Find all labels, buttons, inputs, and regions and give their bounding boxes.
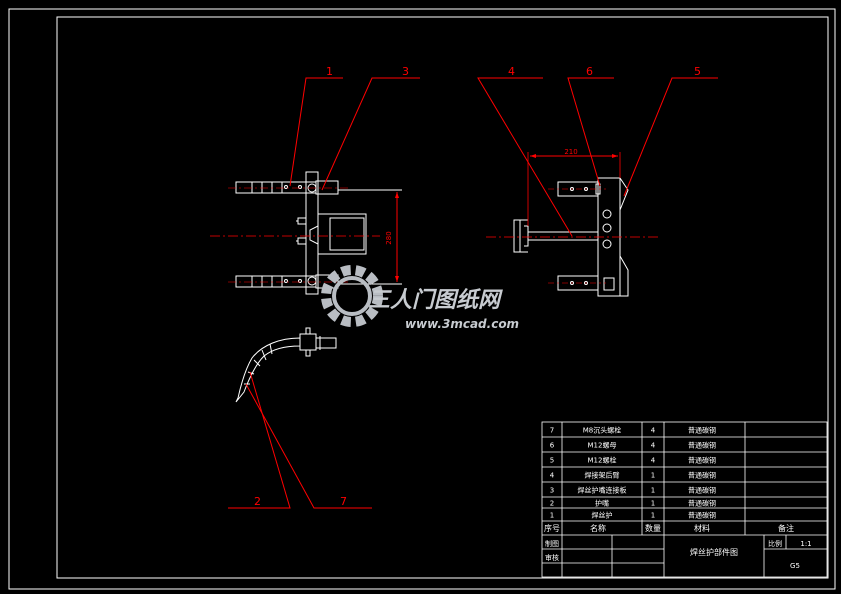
front-view xyxy=(235,171,402,295)
drawing-title: 焊丝护部件图 xyxy=(690,547,738,557)
checked-label: 审核 xyxy=(545,553,559,562)
side-left-bracket xyxy=(513,219,529,253)
bom-row-material: 普通碳钢 xyxy=(688,441,716,450)
bom-row-qty: 1 xyxy=(651,472,655,480)
sheet-code: G5 xyxy=(790,562,800,570)
bom-table: 7 M8沉头螺栓 4 普通碳钢 6 M12螺母 4 普通碳钢 5 M12螺栓 4 普通碳钢 4 焊接架后臂… xyxy=(541,421,828,578)
bom-row-material: 普通碳钢 xyxy=(688,456,716,465)
bom-row-name: M12螺母 xyxy=(588,441,617,450)
bom-header-no: 序号 xyxy=(544,523,560,533)
bom-row-material: 普通碳钢 xyxy=(688,486,716,495)
bom-row-qty: 4 xyxy=(651,457,656,465)
bom-row-qty: 1 xyxy=(651,512,655,520)
bom-row-material: 普通碳钢 xyxy=(688,471,716,480)
bom-row-qty: 1 xyxy=(651,487,655,495)
bom-row-no: 5 xyxy=(550,457,554,465)
bom-row-name: 护嘴 xyxy=(595,499,609,508)
side-dim-text: 210 xyxy=(564,148,577,156)
bom-row-qty: 4 xyxy=(651,427,656,435)
front-dim-text: 280 xyxy=(385,231,393,244)
bom-row-qty: 4 xyxy=(651,442,656,450)
bom-row-name: M8沉头螺栓 xyxy=(583,426,622,435)
leaders xyxy=(228,77,718,509)
balloon-7: 7 xyxy=(340,495,347,508)
balloon-5: 5 xyxy=(694,65,701,78)
scale-value: 1:1 xyxy=(800,540,811,548)
balloon-4: 4 xyxy=(508,65,515,78)
bom-rows: 7 M8沉头螺栓 4 普通碳钢 6 M12螺母 4 普通碳钢 5 M12螺栓 4 普通碳钢 4 焊接架后臂… xyxy=(550,426,716,520)
nozzle-body xyxy=(235,337,301,403)
watermark-url: www.3mcad.com xyxy=(405,317,519,331)
bom-row-name: 焊接架后臂 xyxy=(585,471,620,480)
bom-row-no: 7 xyxy=(550,427,554,435)
scale-label: 比例 xyxy=(768,539,782,548)
bom-row-name: M12螺栓 xyxy=(588,456,617,465)
bom-row-name: 焊丝护嘴连接板 xyxy=(578,486,627,495)
front-nozzle-holder xyxy=(317,213,367,255)
inner-border xyxy=(56,16,829,579)
balloon-3: 3 xyxy=(402,65,409,78)
bom-header-remark: 备注 xyxy=(778,523,794,533)
bom-row-name: 焊丝护 xyxy=(592,511,613,520)
bom-row-no: 3 xyxy=(550,487,554,495)
bom-grid xyxy=(541,421,828,578)
watermark: 三人门图纸网 www.3mcad.com xyxy=(321,265,519,331)
bom-row-no: 4 xyxy=(550,472,555,480)
drawn-label: 制图 xyxy=(545,539,559,548)
side-rod xyxy=(527,231,599,241)
bom-header-name: 名称 xyxy=(590,523,606,533)
balloon-1: 1 xyxy=(326,65,333,78)
nozzle-detail xyxy=(235,327,337,403)
bom-row-material: 普通碳钢 xyxy=(688,499,716,508)
watermark-brand: 三人门图纸网 xyxy=(368,287,503,313)
bom-row-material: 普通碳钢 xyxy=(688,426,716,435)
bom-header-qty: 数量 xyxy=(645,523,661,533)
bom-row-no: 6 xyxy=(550,442,555,450)
gear-logo-icon xyxy=(321,265,383,327)
balloon-2: 2 xyxy=(254,495,261,508)
bom-header-material: 材料 xyxy=(694,523,710,533)
front-top-arm xyxy=(235,181,317,194)
balloon-6: 6 xyxy=(586,65,593,78)
bom-row-material: 普通碳钢 xyxy=(688,511,716,520)
bom-row-no: 2 xyxy=(550,500,554,508)
front-bottom-arm xyxy=(235,275,317,288)
bom-row-qty: 1 xyxy=(651,500,655,508)
outer-border xyxy=(8,8,836,590)
bom-row-no: 1 xyxy=(550,512,554,520)
